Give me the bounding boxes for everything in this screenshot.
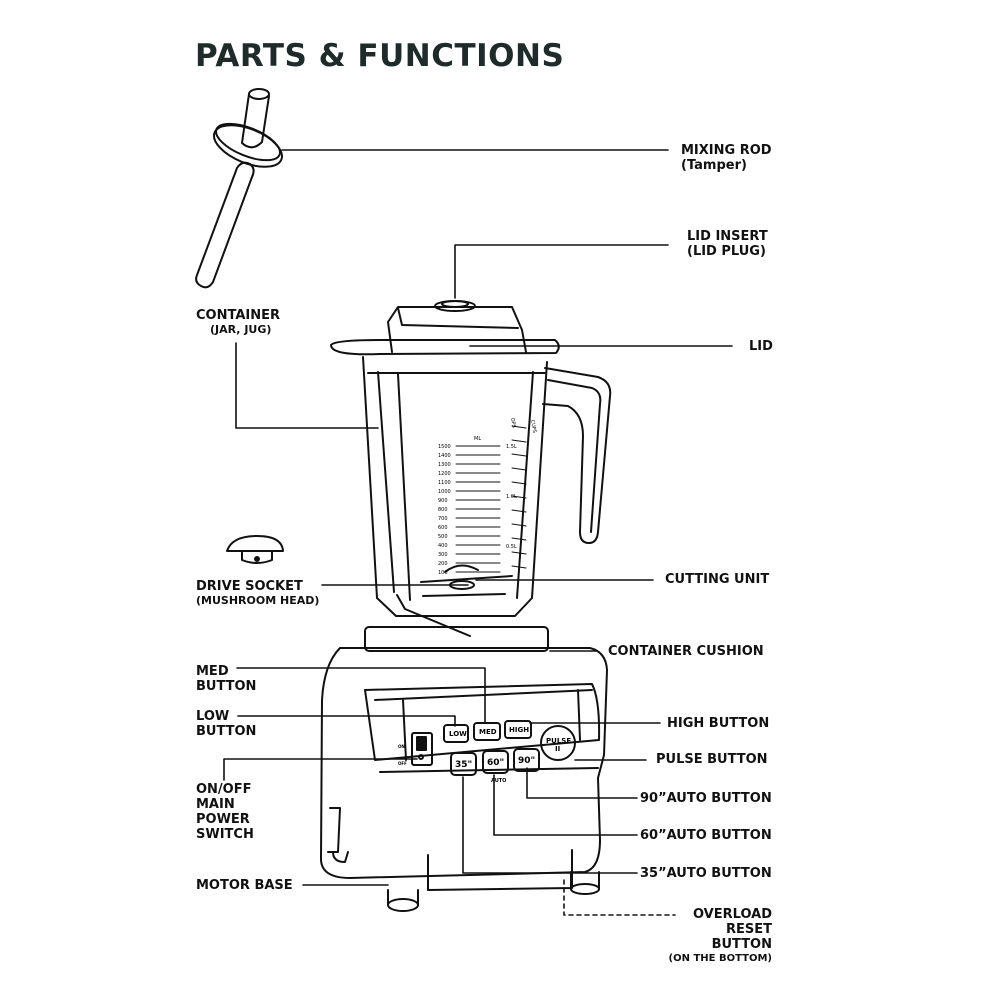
panel-off-label: OFF (398, 761, 407, 766)
jar-scale-ml-mark: 700 (438, 516, 448, 522)
panel-pulse-mark: II (555, 745, 560, 753)
jar-scale-ml-mark: 1200 (438, 471, 451, 477)
jar-scale-ml-mark: 1300 (438, 462, 451, 468)
jar-scale-ml-header: ML (474, 436, 481, 442)
label-on-off-switch: ON/OFF MAIN POWER SWITCH (196, 782, 254, 842)
mixing-rod-drawing (195, 88, 283, 289)
label-drive-socket: DRIVE SOCKET (MUSHROOM HEAD) (196, 579, 319, 607)
label-90-auto-button: 90”AUTO BUTTON (640, 791, 772, 806)
panel-90-label: 90" (518, 756, 535, 766)
label-on-off-line3: POWER (196, 812, 250, 827)
overload-leader-dashed (563, 879, 676, 916)
label-mixing-rod-alt: (Tamper) (681, 158, 747, 173)
label-overload-reset: OVERLOAD RESET BUTTON (ON THE BOTTOM) (640, 907, 772, 965)
label-overload-line1: OVERLOAD (692, 907, 772, 922)
label-35-auto-button: 35”AUTO BUTTON (640, 866, 772, 881)
jar-scale-ml-mark: 300 (438, 552, 448, 558)
label-container-name: CONTAINER (196, 308, 280, 323)
label-on-off-line2: MAIN (196, 797, 235, 812)
label-low-button-line2: BUTTON (196, 724, 257, 739)
jar-scale-ml-mark: 1100 (438, 480, 451, 486)
jar-scale-ml-mark: 1000 (438, 489, 451, 495)
panel-60-label: 60" (487, 758, 504, 768)
label-overload-line3: BUTTON (711, 937, 772, 952)
panel-low-label: LOW (449, 730, 467, 738)
label-lid-insert-alt: (LID PLUG) (687, 244, 766, 259)
label-drive-socket-name: DRIVE SOCKET (196, 579, 303, 594)
label-mixing-rod: MIXING ROD (Tamper) (681, 143, 772, 173)
jar-scale-ml-mark: 100 (438, 570, 448, 576)
drive-socket-drawing (226, 535, 284, 564)
jar-scale-ml-mark: 600 (438, 525, 448, 531)
panel-auto-label: AUTO (491, 778, 506, 784)
jar-scale-ml-mark: 900 (438, 498, 448, 504)
label-lid-insert: LID INSERT (LID PLUG) (687, 229, 768, 259)
label-cutting-unit: CUTTING UNIT (665, 572, 770, 587)
label-lid: LID (749, 339, 773, 354)
jar-scale-ml-mark: 800 (438, 507, 448, 513)
label-high-button: HIGH BUTTON (667, 716, 770, 731)
jar-scale-ml-mark: 500 (438, 534, 448, 540)
jar-scale-ml-mark: 1400 (438, 453, 451, 459)
label-on-off-line4: SWITCH (196, 827, 254, 842)
panel-on-label: ON (398, 744, 405, 749)
jar-scale-unit-right: CUPS (529, 419, 537, 433)
motor-base-drawing (320, 647, 608, 912)
jar-scale-ml-mark: 200 (438, 561, 448, 567)
jar-scale-liter-mark: 1.5L (506, 444, 517, 450)
label-drive-socket-alt: (MUSHROOM HEAD) (196, 594, 320, 607)
label-med-button-line2: BUTTON (196, 679, 257, 694)
label-mixing-rod-name: MIXING ROD (681, 143, 772, 158)
page-title: PARTS & FUNCTIONS (195, 38, 565, 74)
jar-scale-liter-mark: 1.0L (506, 494, 517, 500)
container-drawing (362, 356, 612, 637)
label-low-button-line1: LOW (196, 709, 230, 724)
jar-scale-unit-left: OPS (509, 417, 517, 428)
label-lid-insert-name: LID INSERT (687, 229, 768, 244)
panel-high-label: HIGH (509, 726, 529, 734)
container-cushion-drawing (364, 626, 549, 652)
jar-scale-text: ML 1500 1400 1300 1200 1100 1000 900 800 700 600 50… (438, 417, 537, 576)
jar-scale-liter-mark: 0.5L (506, 544, 517, 550)
label-container-alt: (JAR, JUG) (210, 323, 272, 336)
panel-med-label: MED (479, 728, 497, 736)
label-overload-line2: RESET (725, 922, 772, 937)
panel-pulse-label: PULSE (546, 737, 571, 745)
label-pulse-button: PULSE BUTTON (656, 752, 768, 767)
label-med-button-line1: MED (196, 664, 229, 679)
label-motor-base: MOTOR BASE (196, 878, 293, 893)
jar-scale-ml-mark: 400 (438, 543, 448, 549)
label-container: CONTAINER (JAR, JUG) (196, 308, 280, 336)
panel-35-label: 35" (455, 760, 472, 770)
leader-lines (223, 149, 733, 886)
label-med-button: MED BUTTON (196, 664, 256, 694)
label-container-cushion: CONTAINER CUSHION (608, 644, 764, 659)
label-60-auto-button: 60”AUTO BUTTON (640, 828, 772, 843)
label-on-off-line1: ON/OFF (196, 782, 252, 797)
label-low-button: LOW BUTTON (196, 709, 256, 739)
jar-scale-ticks (455, 425, 527, 573)
label-overload-line4: (ON THE BOTTOM) (668, 953, 772, 964)
jar-scale-ml-mark: 1500 (438, 444, 451, 450)
